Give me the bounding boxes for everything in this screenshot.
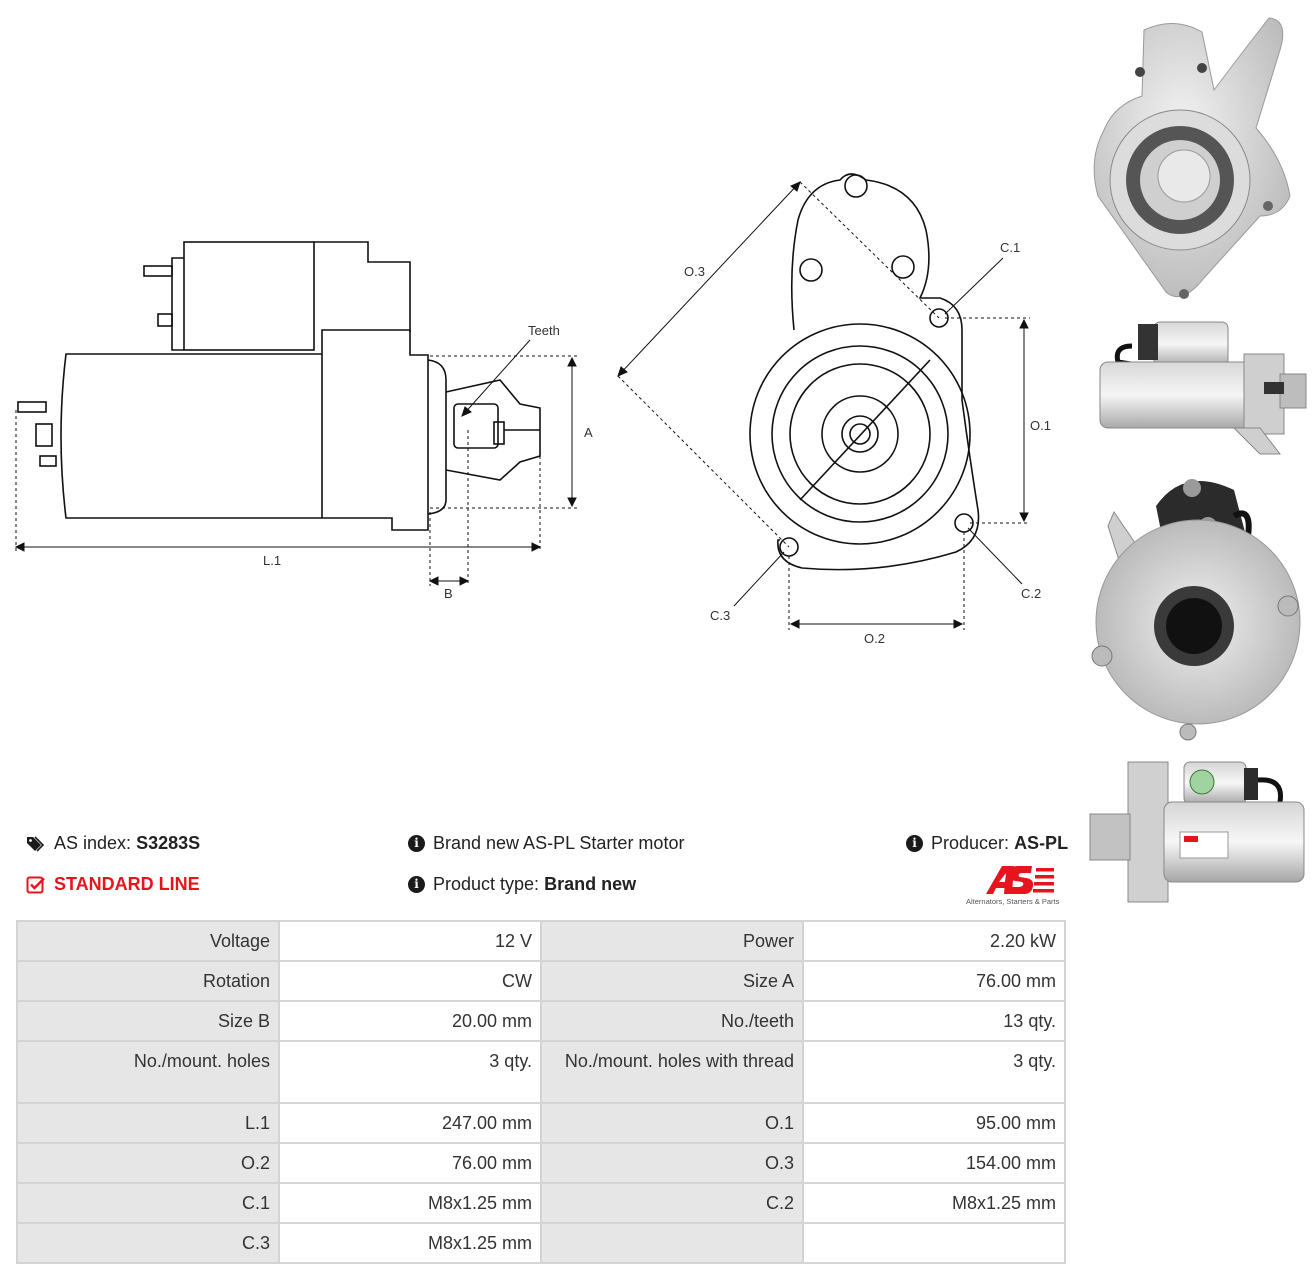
spec-value: 154.00 mm [804,1144,1064,1182]
spec-value: 2.20 kW [804,922,1064,960]
as-index-row: AS index: S3283S [26,833,200,854]
spec-value: M8x1.25 mm [804,1184,1064,1222]
label-teeth: Teeth [528,323,560,338]
label-c3: C.3 [710,608,730,623]
as-index-label: AS index: [54,833,132,853]
product-photo-front [1093,17,1291,299]
product-type-value: Brand new [544,874,637,894]
label-o1: O.1 [1030,418,1051,433]
table-row: No./mount. holes 3 qty. No./mount. holes… [18,1042,1064,1102]
spec-label: O.1 [542,1104,802,1142]
table-row: Rotation CW Size A 76.00 mm [18,962,1064,1000]
spec-value: 12 V [280,922,540,960]
product-photo-label-side [1089,761,1305,903]
product-type-row: i Product type: Brand new [408,874,636,895]
brand-text: Brand new AS-PL Starter motor [433,833,685,853]
spec-value: 76.00 mm [804,962,1064,1000]
producer-label: Producer: [931,833,1010,853]
brand-row: i Brand new AS-PL Starter motor [408,833,684,854]
product-photo-side [1099,321,1307,455]
spec-label: C.1 [18,1184,278,1222]
solenoid-body [183,241,315,351]
spec-table: Voltage 12 V Power 2.20 kW Rotation CW S… [16,920,1066,1264]
product-photo-rear [1091,479,1301,741]
spec-value: 247.00 mm [280,1104,540,1142]
spec-value: 76.00 mm [280,1144,540,1182]
tags-icon [27,835,45,852]
spec-label: C.3 [18,1224,278,1262]
spec-label: L.1 [18,1104,278,1142]
spec-label: O.2 [18,1144,278,1182]
spec-label: No./teeth [542,1002,802,1040]
check-square-icon [26,876,45,893]
label-l1: L.1 [263,553,281,568]
spec-value: 3 qty. [804,1042,1064,1102]
label-c1: C.1 [1000,240,1020,255]
spec-value [804,1224,1064,1262]
table-row: C.1 M8x1.25 mm C.2 M8x1.25 mm [18,1184,1064,1222]
product-line-row: STANDARD LINE [26,874,200,895]
spec-label: Voltage [18,922,278,960]
product-type-label: Product type: [433,874,540,894]
spec-label: Rotation [18,962,278,1000]
table-row: Size B 20.00 mm No./teeth 13 qty. [18,1002,1064,1040]
spec-label: No./mount. holes [18,1042,278,1102]
spec-label: C.2 [542,1184,802,1222]
info-circle-icon: i [906,835,923,852]
producer-row: i Producer: AS-PL [906,833,1068,854]
table-row: O.2 76.00 mm O.3 154.00 mm [18,1144,1064,1182]
spec-value: CW [280,962,540,1000]
label-o3: O.3 [684,264,705,279]
label-b: B [444,586,453,601]
spec-value: M8x1.25 mm [280,1224,540,1262]
table-row: Voltage 12 V Power 2.20 kW [18,922,1064,960]
table-row: C.3 M8x1.25 mm [18,1224,1064,1262]
spec-value: 13 qty. [804,1002,1064,1040]
spec-label [542,1224,802,1262]
label-a: A [584,425,593,440]
info-circle-icon: i [408,876,425,893]
logo-tagline: Alternators, Starters & Parts [966,897,1060,906]
product-photos [1084,0,1316,920]
label-c2: C.2 [1021,586,1041,601]
spec-value: M8x1.25 mm [280,1184,540,1222]
as-index-value: S3283S [136,833,201,853]
spec-value: 3 qty. [280,1042,540,1102]
spec-label: Power [542,922,802,960]
spec-value: 95.00 mm [804,1104,1064,1142]
spec-label: No./mount. holes with thread [542,1042,802,1102]
label-o2: O.2 [864,631,885,646]
spec-label: Size A [542,962,802,1000]
product-line: STANDARD LINE [54,874,200,894]
as-logo [986,866,1054,894]
info-circle-icon: i [408,835,425,852]
motor-body [60,329,429,531]
spec-label: Size B [18,1002,278,1040]
producer-value: AS-PL [1014,833,1069,853]
spec-value: 20.00 mm [280,1002,540,1040]
technical-drawing: Teeth A B L.1 O.1 O.2 O.3 [14,173,1051,646]
table-row: L.1 247.00 mm O.1 95.00 mm [18,1104,1064,1142]
spec-label: O.3 [542,1144,802,1182]
